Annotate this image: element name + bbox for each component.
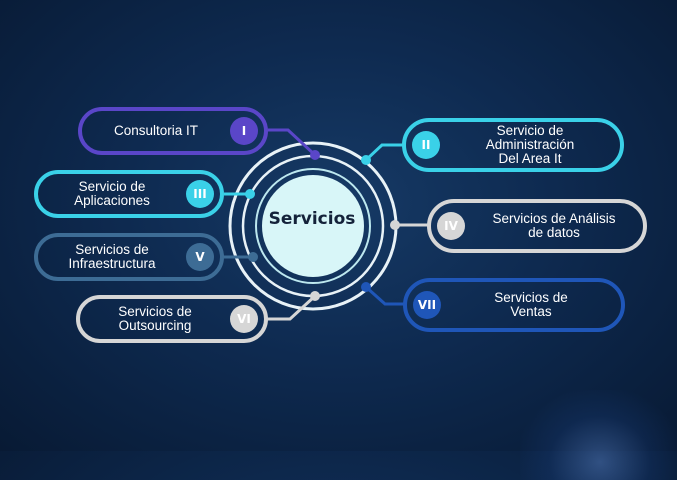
service-label: Servicio de Administración Del Area It (485, 123, 575, 166)
numeral-badge: IV (437, 212, 465, 240)
service-infraestructura[interactable]: Servicios de Infraestructura V (34, 233, 224, 281)
connector-v-dot (248, 252, 258, 262)
service-label: Servicio de Aplicaciones (74, 179, 150, 208)
connector-vii (364, 285, 404, 306)
hub-diagram (222, 128, 428, 321)
connector-i (268, 128, 317, 157)
service-label: Servicios de Outsourcing (118, 304, 192, 333)
numeral-badge: VI (230, 305, 258, 333)
service-aplicaciones[interactable]: Servicio de Aplicaciones III (34, 170, 224, 218)
connector-iii-dot (245, 189, 255, 199)
service-ventas[interactable]: VII Servicios de Ventas (403, 278, 625, 332)
numeral-badge: III (186, 180, 214, 208)
connector-i-dot (310, 150, 320, 160)
numeral-badge: I (230, 117, 258, 145)
service-outsourcing[interactable]: Servicios de Outsourcing VI (76, 295, 268, 343)
service-label: Servicios de Infraestructura (68, 242, 156, 271)
connector-iv-dot (390, 220, 400, 230)
service-label: Consultoria IT (113, 123, 199, 138)
connector-ii-dot (361, 155, 371, 165)
inner-ring (255, 168, 371, 284)
numeral-badge: II (412, 131, 440, 159)
service-analisis-datos[interactable]: IV Servicios de Análisis de datos (427, 199, 647, 253)
service-label: Servicios de Análisis de datos (492, 211, 616, 240)
center-circle (262, 175, 364, 277)
service-label: Servicios de Ventas (494, 290, 568, 319)
service-consultoria-it[interactable]: Consultoria IT I (78, 107, 268, 155)
numeral-badge: V (186, 243, 214, 271)
connector-vi-dot (310, 291, 320, 301)
numeral-badge: VII (413, 291, 441, 319)
service-administracion-it[interactable]: II Servicio de Administración Del Area I… (402, 118, 624, 172)
connector-vii-dot (361, 282, 371, 292)
center-label: Servicios (268, 209, 356, 229)
connector-vi (266, 294, 317, 321)
connector-ii (364, 143, 403, 162)
